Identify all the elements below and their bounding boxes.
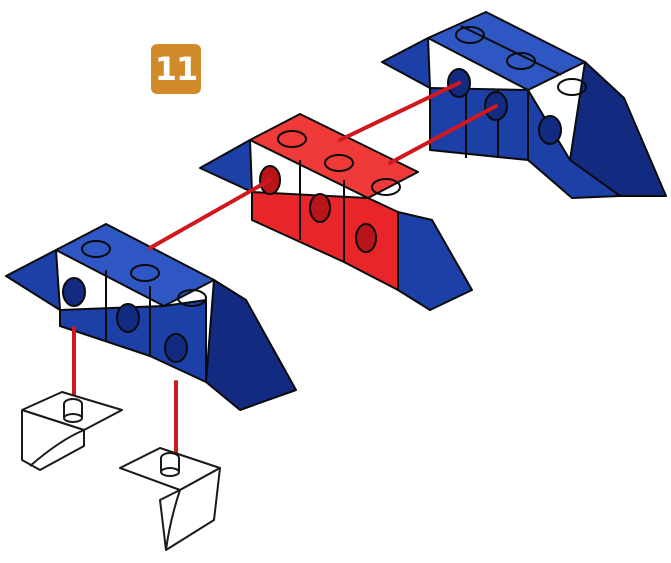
front-blue-beam (5, 223, 297, 411)
back-beam-left-wedge (381, 37, 431, 89)
red-beam-right-end (397, 211, 473, 311)
front-beam-right-end (205, 279, 297, 411)
middle-red-beam (199, 113, 473, 311)
red-beam-stud (324, 154, 354, 172)
back-beam-right-end (569, 61, 667, 197)
red-beam-hole (309, 193, 331, 223)
front-beam-stud (81, 240, 111, 258)
front-beam-hole (62, 277, 86, 307)
connection-line (388, 104, 498, 165)
clear-foot-right (119, 447, 221, 551)
connection-lines (72, 81, 498, 454)
back-blue-beam (381, 11, 667, 199)
back-beam-stud (455, 26, 485, 44)
back-beam-stud (506, 52, 536, 70)
red-beam-left-wedge (199, 139, 253, 193)
front-beam-hole (116, 303, 140, 333)
red-beam-stud (277, 130, 307, 148)
front-beam-stud (177, 289, 207, 307)
front-beam-stud (130, 264, 160, 282)
step-number-badge: 11 (151, 44, 201, 94)
front-beam-left-wedge (5, 249, 61, 311)
clear-slope-feet (21, 391, 221, 551)
front-beam-hole (164, 333, 188, 363)
clear-foot-left (21, 391, 123, 471)
back-beam-hole (538, 115, 562, 145)
red-beam-stud (371, 178, 401, 196)
red-beam-hole (355, 223, 377, 253)
connection-line (338, 81, 461, 142)
connection-line (148, 178, 272, 250)
back-beam-stud (557, 78, 587, 96)
